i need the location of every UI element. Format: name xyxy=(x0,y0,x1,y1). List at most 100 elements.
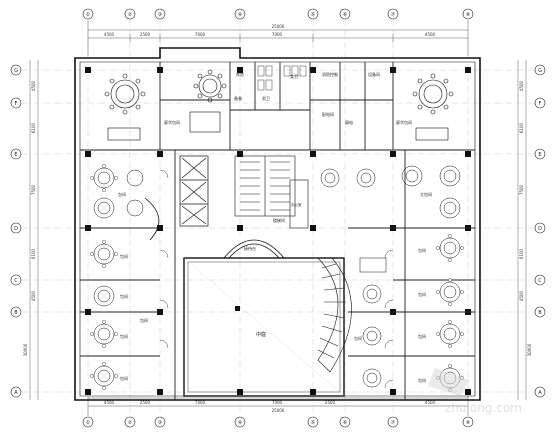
atrium-void xyxy=(183,257,345,397)
structural-columns xyxy=(85,67,471,395)
dim-right-total: 30000 xyxy=(527,343,532,356)
dim-right-seg-5: 4500 xyxy=(519,290,524,301)
room-label-left-2: 包间 xyxy=(120,253,128,259)
grid-col-bottom-5: ⑤ xyxy=(311,420,315,426)
room-label-equipment: 设备间 xyxy=(368,71,380,77)
dim-bottom-seg-6: 4500 xyxy=(425,400,436,405)
room-label-right-5: 包间 xyxy=(418,377,426,383)
dim-right-seg-4: 6100 xyxy=(519,248,524,259)
grid-col-top-3: ③ xyxy=(158,12,162,18)
dim-bottom-seg-4: 7000 xyxy=(272,400,283,405)
grid-col-top-8: ⑧ xyxy=(466,12,471,18)
core-wall-block xyxy=(289,179,309,229)
room-label-right-3: 包间 xyxy=(418,291,426,297)
grid-row-left-e: E xyxy=(14,152,17,158)
inner-wall-outline xyxy=(79,61,476,397)
room-label-right-6: 包间 xyxy=(354,335,362,341)
room-label-power: 配电间 xyxy=(322,111,334,117)
grid-row-right-g: G xyxy=(538,68,542,74)
room-label-office: 办公室 xyxy=(291,202,302,207)
left-grid-bubbles xyxy=(10,64,22,398)
atrium-column-marker xyxy=(235,306,240,311)
room-label-pantry: 备餐 xyxy=(234,95,242,101)
dim-top-total: 25000 xyxy=(272,24,285,29)
room-label-left-3: 包间 xyxy=(120,293,128,299)
dim-left-seg-1: 4500 xyxy=(31,80,36,91)
room-label-stair: 楼梯间 xyxy=(273,217,285,223)
grid-col-bottom-8: ⑧ xyxy=(466,420,471,426)
top-grid-bubbles xyxy=(82,8,474,20)
dimension-lines xyxy=(29,20,527,416)
grid-row-right-c: C xyxy=(538,278,542,284)
dim-top-seg-3: 7000 xyxy=(195,32,206,37)
grid-col-top-4: ④ xyxy=(238,12,243,18)
watermark-text: zhulong.com xyxy=(445,401,522,415)
dim-left-total: 30000 xyxy=(23,343,28,356)
dim-bottom-seg-1: 4500 xyxy=(104,400,115,405)
door-swings xyxy=(159,169,394,389)
toilet-stalls xyxy=(257,65,307,91)
banquet-table-top-right xyxy=(412,73,454,141)
grid-col-top-1: ① xyxy=(86,12,91,18)
dim-left-seg-2: 6100 xyxy=(31,122,36,133)
outer-walls xyxy=(74,47,481,401)
grid-row-left-b: B xyxy=(14,310,18,316)
room-label-vip-hall-left: 豪华包间 xyxy=(164,119,180,125)
grid-row-right-a: A xyxy=(538,390,542,396)
room-label-left-5: 包间 xyxy=(120,375,128,381)
right-grid-bubbles xyxy=(534,64,546,398)
grid-row-left-c: C xyxy=(14,278,18,284)
grid-row-right-f: F xyxy=(539,101,542,107)
grid-col-bottom-7: ⑦ xyxy=(391,420,396,426)
room-label-left-1: 包间 xyxy=(118,191,126,197)
room-label-left-4: 包间 xyxy=(120,333,128,339)
dim-left-seg-3: 7500 xyxy=(31,184,36,195)
elevator-core xyxy=(179,155,209,227)
dim-left-seg-5: 4500 xyxy=(31,290,36,301)
grid-row-left-a: A xyxy=(14,390,18,396)
room-label-storage: 库房 xyxy=(236,71,244,77)
room-label-right-1: 大包间 xyxy=(420,191,432,197)
room-label-toilet-male: 男卫 xyxy=(262,96,270,101)
room-label-left-6: 包间 xyxy=(140,317,148,323)
grid-row-left-d: D xyxy=(14,226,18,232)
grid-row-left-g: G xyxy=(14,68,18,74)
room-label-right-2: 包间 xyxy=(418,247,426,253)
dim-right-seg-1: 4500 xyxy=(519,80,524,91)
grid-col-top-7: ⑦ xyxy=(391,12,396,18)
spiral-staircase xyxy=(317,257,352,373)
watermark-logo: zhulong.com xyxy=(428,368,522,415)
grid-row-left-f: F xyxy=(15,101,18,107)
round-table-top-mid xyxy=(189,69,227,133)
grid-row-right-e: E xyxy=(538,152,541,158)
dim-top-seg-1: 4500 xyxy=(104,32,115,37)
dim-top-seg-5: 4500 xyxy=(425,32,436,37)
dim-right-seg-3: 7500 xyxy=(519,184,524,195)
grid-col-bottom-6: ⑥ xyxy=(343,420,348,426)
grid-col-bottom-1: ① xyxy=(86,420,91,426)
private-room-tables-left xyxy=(93,167,144,387)
reception-counter xyxy=(223,239,285,259)
grid-col-top-6: ⑥ xyxy=(343,12,348,18)
dim-top-seg-4: 7000 xyxy=(272,32,283,37)
left-curved-partition xyxy=(144,197,160,241)
grid-col-top-5: ⑤ xyxy=(311,12,315,18)
room-label-vip-hall-right: 豪华包间 xyxy=(396,119,412,125)
dim-top-seg-2: 2500 xyxy=(140,32,151,37)
grid-col-top-2: ② xyxy=(128,12,133,18)
dim-left-seg-4: 6100 xyxy=(31,248,36,259)
banquet-table-top-left xyxy=(104,73,146,141)
dim-bottom-seg-5: 2500 xyxy=(325,400,336,405)
room-label-reception: 接待台 xyxy=(244,245,256,251)
room-label-weak-current: 弱电 xyxy=(345,119,353,125)
private-room-chairs-right xyxy=(436,234,464,392)
private-room-tables-right xyxy=(320,165,461,389)
bottom-grid-bubbles xyxy=(82,416,474,428)
partition-walls xyxy=(80,62,475,400)
room-label-toilet-female: 女卫 xyxy=(290,73,298,79)
dim-bottom-seg-2: 2500 xyxy=(140,400,151,405)
dim-bottom-total: 25000 xyxy=(272,408,285,413)
dim-bottom-seg-3: 7000 xyxy=(195,400,206,405)
